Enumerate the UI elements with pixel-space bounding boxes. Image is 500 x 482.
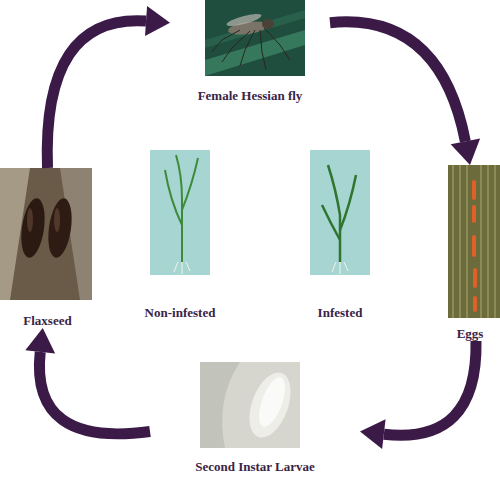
arrow-head <box>25 328 55 353</box>
life-stage: Flaxseed <box>0 168 95 328</box>
arrow-shaft <box>39 352 150 434</box>
arrow-head <box>145 6 170 36</box>
flaxseed-photo <box>0 168 92 300</box>
stage-caption: Female Hessian fly <box>170 88 330 103</box>
stage-caption: Flaxseed <box>0 313 95 328</box>
infested-photo <box>310 150 370 275</box>
life-stage: Second Instar Larvae <box>150 362 360 474</box>
photo-caption: Infested <box>295 305 385 320</box>
arrow-shaft <box>384 341 476 435</box>
stage-caption: Eggs <box>440 326 500 341</box>
life-stage: Female Hessian fly <box>170 0 330 103</box>
fly-photo <box>205 0 305 76</box>
eggs-photo <box>448 165 500 318</box>
arrow-shaft <box>330 22 465 142</box>
larvae-photo <box>200 362 300 448</box>
life-stage: Eggs <box>440 165 500 341</box>
non-infested-photo <box>150 150 210 275</box>
cycle-arrow <box>47 6 170 168</box>
photo-caption: Non-infested <box>135 305 225 320</box>
cycle-arrow <box>25 328 150 434</box>
cycle-arrow <box>360 341 476 449</box>
stage-caption: Second Instar Larvae <box>150 459 360 474</box>
arrow-head <box>360 419 386 449</box>
arrow-head <box>451 139 480 165</box>
cycle-arrow <box>330 22 480 165</box>
arrow-shaft <box>47 21 146 168</box>
